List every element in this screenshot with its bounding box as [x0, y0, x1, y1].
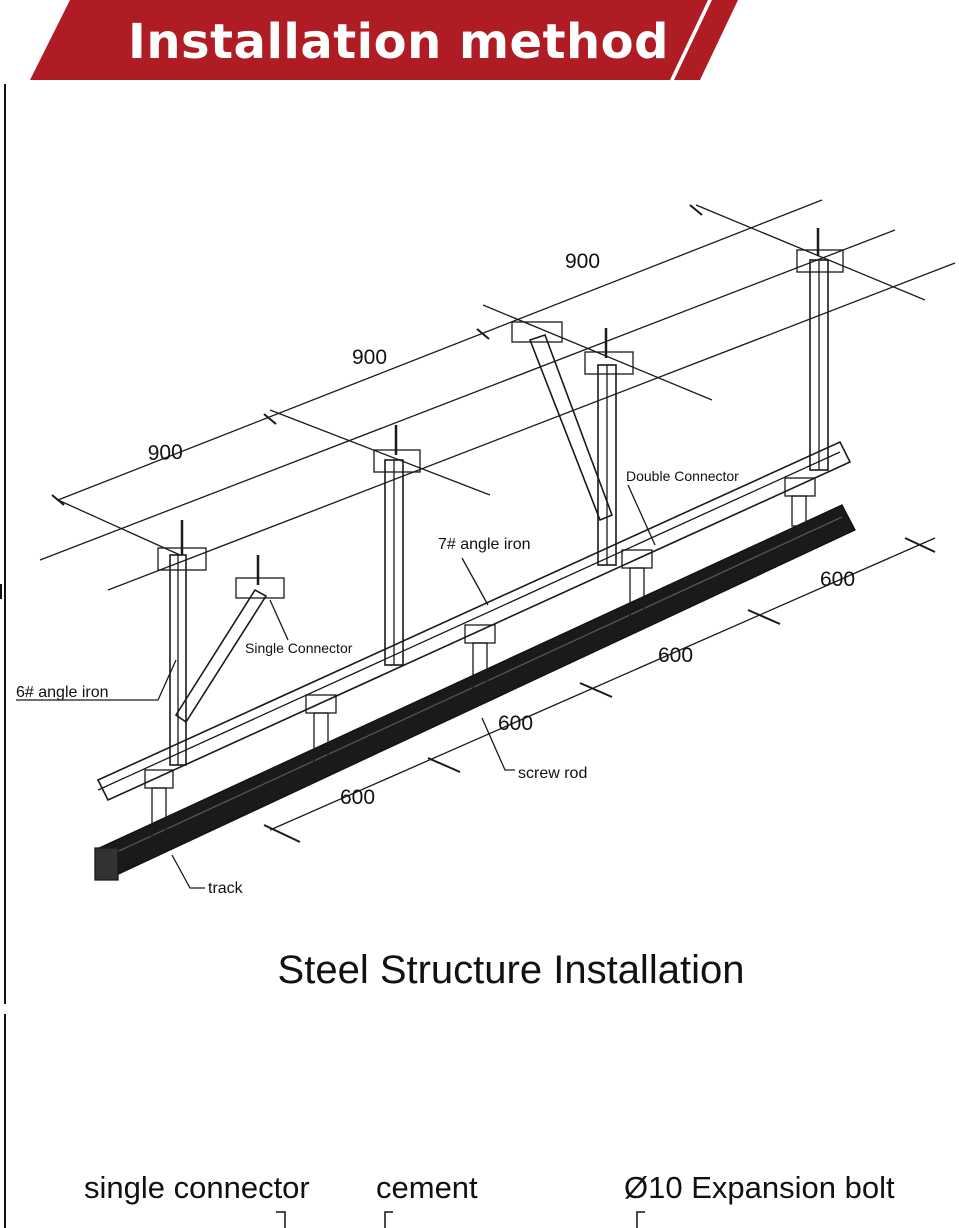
- dimension-tick: [263, 824, 301, 843]
- page-title: Installation method: [128, 14, 670, 70]
- dimension-line-900: [57, 199, 823, 501]
- hanger-2: [373, 425, 421, 666]
- label-single-connector: Single Connector: [245, 640, 353, 656]
- angle-iron-7-beam: [96, 440, 852, 802]
- dimension-tick: [263, 413, 277, 425]
- extension-line: [57, 499, 181, 556]
- label-screw-rod: screw rod: [518, 765, 587, 782]
- label-7-angle-iron: 7# angle iron: [438, 536, 531, 553]
- ceiling-line: [107, 262, 956, 591]
- ceiling-line: [39, 229, 896, 561]
- dimension-label: 900: [147, 441, 183, 465]
- leader-6-angle-iron: [16, 659, 177, 701]
- leader-double-connector: [627, 484, 656, 546]
- header-banner: Installation method: [0, 0, 959, 84]
- legend-expansion-bolt: Ø10 Expansion bolt: [624, 1170, 895, 1205]
- dimension-tick: [476, 328, 490, 340]
- left-margin-rule: [0, 84, 6, 1228]
- hanger-3: [584, 328, 634, 566]
- legend-cement: cement: [376, 1170, 478, 1205]
- legend-bracket: [276, 1211, 286, 1228]
- hanger-1: [157, 520, 207, 766]
- extension-line: [269, 409, 491, 496]
- dimension-tick: [579, 682, 613, 698]
- brace-2: [511, 321, 614, 522]
- label-double-connector: Double Connector: [626, 468, 739, 484]
- leader-7-angle-iron: [461, 557, 489, 606]
- dimension-label: 900: [565, 250, 600, 273]
- dimension-tick: [427, 757, 461, 773]
- dimension-label: 600: [658, 644, 693, 667]
- screw-rod-1: [144, 769, 174, 847]
- legend-bracket: [636, 1211, 645, 1228]
- leader-track: [171, 854, 205, 889]
- dimension-tick: [689, 204, 703, 216]
- legend-single-connector: single connector: [84, 1170, 310, 1205]
- diagram-caption: Steel Structure Installation: [277, 948, 745, 992]
- screw-rod-2: [305, 694, 337, 766]
- steel-structure-diagram: 900 900 900 600 600 600 600 Double Conne…: [16, 199, 956, 897]
- dimension-label: 600: [340, 786, 375, 809]
- banner-main: [30, 0, 708, 80]
- brace-1: [174, 555, 285, 724]
- banner-stripe-right: [674, 0, 738, 80]
- track-rail: [94, 504, 856, 879]
- screw-rod-4: [621, 549, 653, 621]
- label-6-angle-iron: 6# angle iron: [16, 684, 109, 701]
- dimension-label: 600: [820, 568, 855, 591]
- leader-screw-rod: [481, 717, 515, 771]
- screw-rod-5: [784, 477, 816, 527]
- screw-rod-3: [464, 624, 496, 696]
- dimension-label: 600: [498, 712, 533, 735]
- label-track: track: [208, 880, 244, 897]
- dimension-tick: [904, 537, 936, 553]
- extension-line: [695, 204, 926, 301]
- legend-bracket: [384, 1211, 393, 1228]
- hanger-4: [796, 228, 844, 471]
- leader-single-connector: [269, 599, 289, 641]
- dimension-tick: [747, 609, 781, 625]
- dimension-label: 900: [352, 346, 387, 369]
- dimension-line-600: [269, 537, 936, 831]
- banner-shape: [30, 0, 738, 80]
